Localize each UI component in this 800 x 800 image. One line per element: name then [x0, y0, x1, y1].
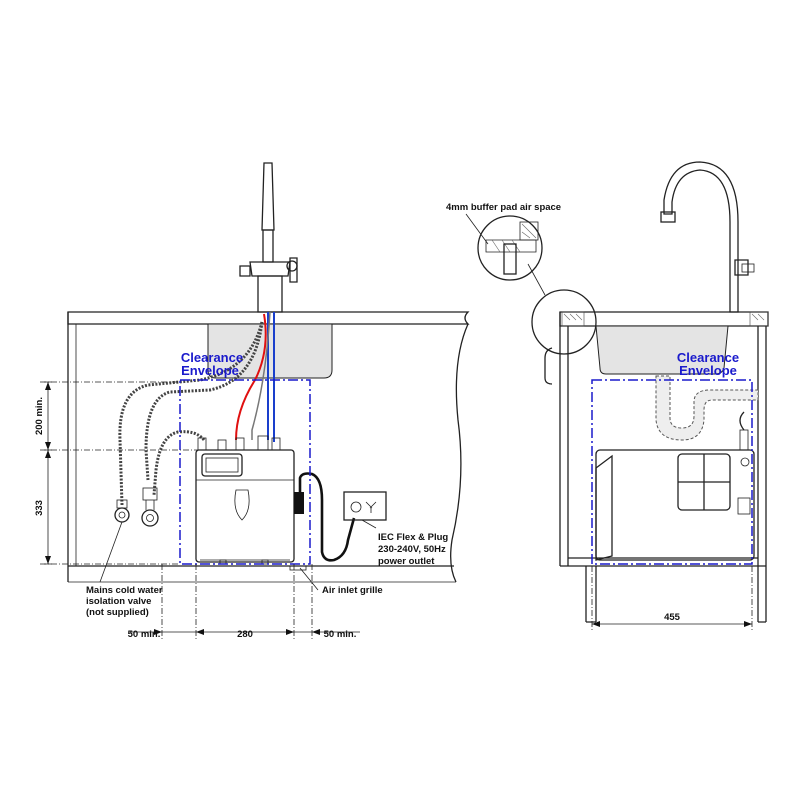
valve-label-2: isolation valve: [86, 596, 151, 607]
dim-455: 455: [664, 612, 681, 623]
power-outlet-icon: [343, 491, 387, 521]
valve-icon: [114, 487, 159, 527]
dimension-vertical: [44, 381, 52, 565]
side-cabinet-base: [560, 557, 766, 567]
outlet-label-2: 230-240V, 50Hz: [378, 544, 446, 555]
outlet-label-1: IEC Flex & Plug: [378, 532, 448, 543]
front-view: 200 min. 333 50 min. 280 50 min. Clearan…: [34, 162, 470, 640]
side-view: Clearance Envelope 4mm buffer pad air sp…: [446, 161, 769, 630]
sink-bowl: [207, 323, 333, 379]
dim-200-min: 200 min.: [34, 397, 45, 435]
power-cable: [298, 472, 356, 562]
side-cabinet-left: [559, 312, 569, 566]
clearance-label-side-1: Clearance: [677, 350, 739, 365]
clearance-label-front-1: Clearance: [181, 350, 243, 365]
outlet-label-3: power outlet: [378, 556, 435, 567]
cabinet-right-edge: [450, 323, 469, 583]
benchtop: [67, 311, 470, 325]
clearance-envelope-front: [179, 379, 311, 565]
side-benchtop: [559, 311, 769, 327]
side-sink-bowl: [595, 325, 729, 375]
grey-pipe: [251, 311, 271, 440]
buffer-label: 4mm buffer pad air space: [446, 202, 561, 213]
power-plug: [294, 492, 304, 514]
mains-hose-3: [152, 430, 206, 496]
dim-280: 280: [237, 629, 253, 640]
boiler-unit: [195, 435, 295, 565]
side-dimension: [591, 566, 753, 630]
clearance-envelope-side: [591, 379, 753, 565]
tap-icon: [239, 162, 298, 313]
mains-hose-1: [118, 321, 264, 506]
valve-label-3: (not supplied): [86, 607, 149, 618]
dim-right-50: 50 min.: [324, 629, 357, 640]
clearance-label-side-2: Envelope: [679, 363, 737, 378]
side-legs: [585, 566, 767, 623]
side-boiler-unit: [595, 411, 755, 561]
mains-hose-2: [144, 321, 264, 481]
clearance-label-front-2: Envelope: [181, 363, 239, 378]
buffer-detail: [465, 213, 597, 355]
grille-label: Air inlet grille: [322, 585, 383, 596]
side-tap-icon: [660, 161, 755, 313]
waste-trap: [655, 375, 759, 441]
dimension-horizontal: [130, 629, 360, 635]
side-handle: [544, 347, 553, 385]
valve-label-1: Mains cold water: [86, 585, 163, 596]
dim-left-50: 50 min.: [128, 629, 161, 640]
dim-333: 333: [34, 500, 45, 516]
side-cabinet-right: [757, 326, 767, 566]
